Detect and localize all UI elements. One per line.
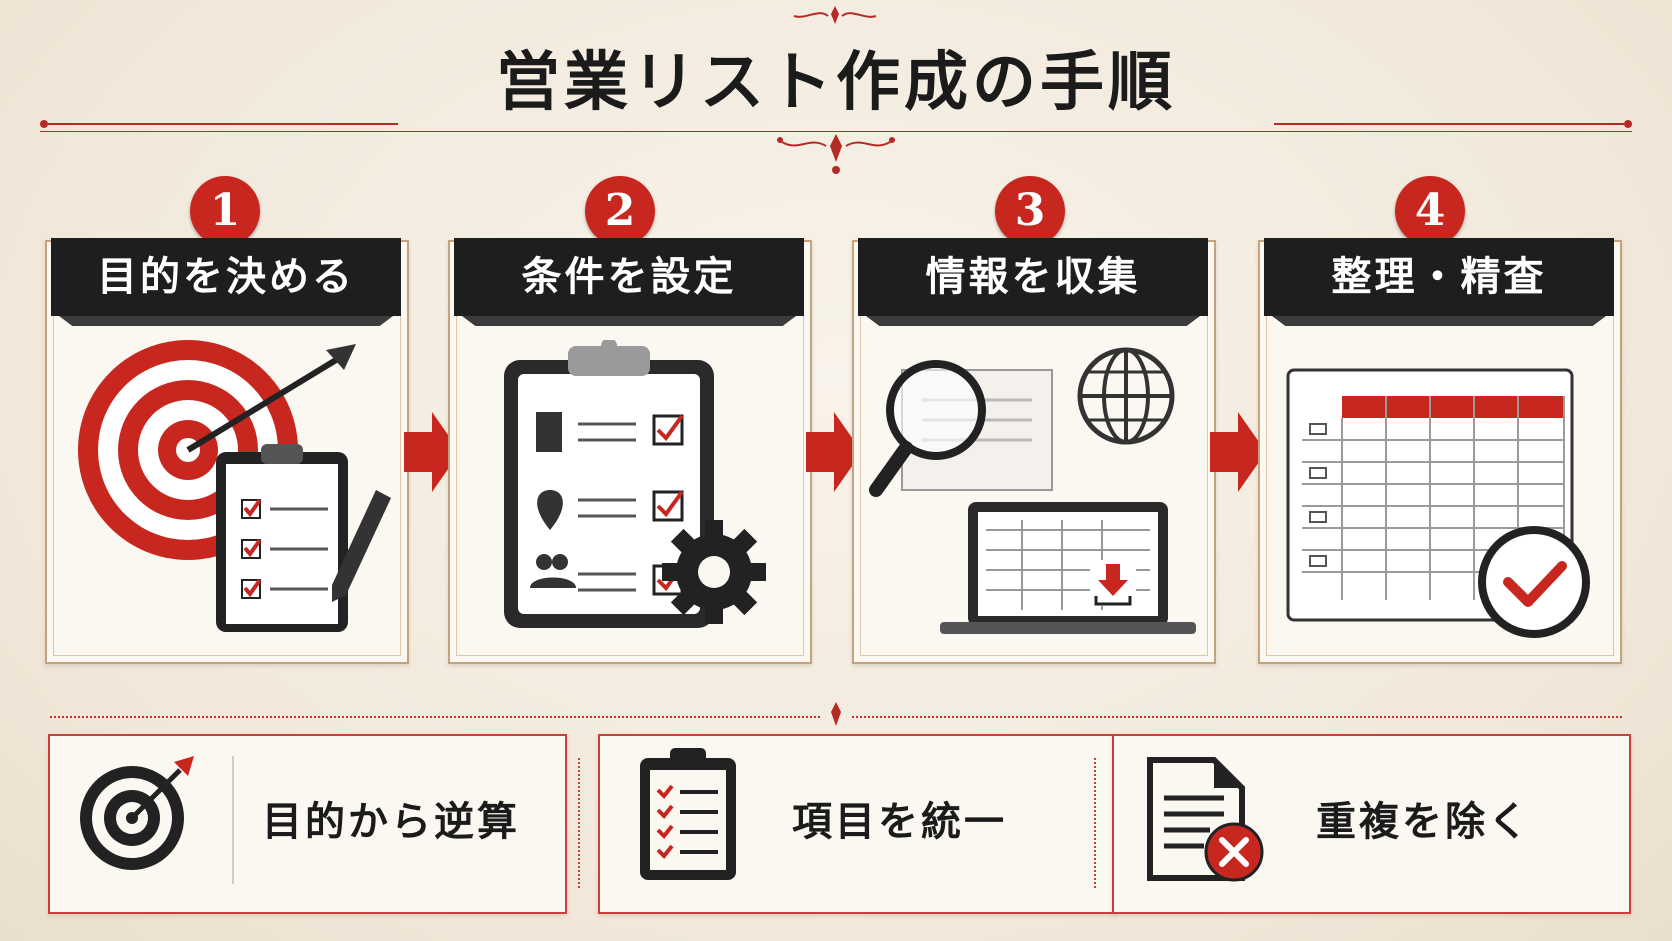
title-rule-left xyxy=(48,123,398,125)
step-label-4: 整理・精査 xyxy=(1264,238,1614,316)
divider-ornament xyxy=(831,702,841,726)
title-rule-center xyxy=(40,131,1632,132)
step-number-badge-2: 2 xyxy=(585,176,655,246)
step-number-badge-3: 3 xyxy=(995,176,1065,246)
tip-label-3: 重複を除く xyxy=(1316,798,1531,845)
section-divider-right xyxy=(852,716,1622,718)
clipboard-settings-icon xyxy=(504,340,766,628)
step-label-3: 情報を収集 xyxy=(858,238,1208,316)
tip-separator-1 xyxy=(578,758,580,888)
document-remove-icon xyxy=(1147,757,1264,882)
step-number-badge-1: 1 xyxy=(190,176,260,246)
step-arrow-1 xyxy=(404,412,460,492)
target-with-checklist-icon xyxy=(78,340,391,632)
step-label-2: 条件を設定 xyxy=(454,238,804,316)
section-divider-left xyxy=(50,716,820,718)
target-icon xyxy=(80,756,194,870)
checklist-clipboard-icon xyxy=(640,748,736,880)
step-arrow-2 xyxy=(806,412,862,492)
rule-dot-right xyxy=(1624,120,1632,128)
tip-divider-1 xyxy=(232,756,234,884)
step-number-badge-4: 4 xyxy=(1395,176,1465,246)
page-title: 営業リスト作成の手順 xyxy=(496,45,1176,120)
search-web-download-icon xyxy=(869,347,1196,634)
tip-separator-2 xyxy=(1094,758,1096,888)
step-arrow-3 xyxy=(1210,412,1266,492)
title-rule-right xyxy=(1274,123,1624,125)
step-label-1: 目的を決める xyxy=(51,238,401,316)
tip-label-1: 目的から逆算 xyxy=(262,798,520,845)
center-ornament xyxy=(777,134,895,174)
spreadsheet-check-icon xyxy=(1286,368,1590,638)
tip-label-2: 項目を統一 xyxy=(792,798,1007,845)
rule-dot-left xyxy=(40,120,48,128)
top-ornament xyxy=(793,6,877,24)
